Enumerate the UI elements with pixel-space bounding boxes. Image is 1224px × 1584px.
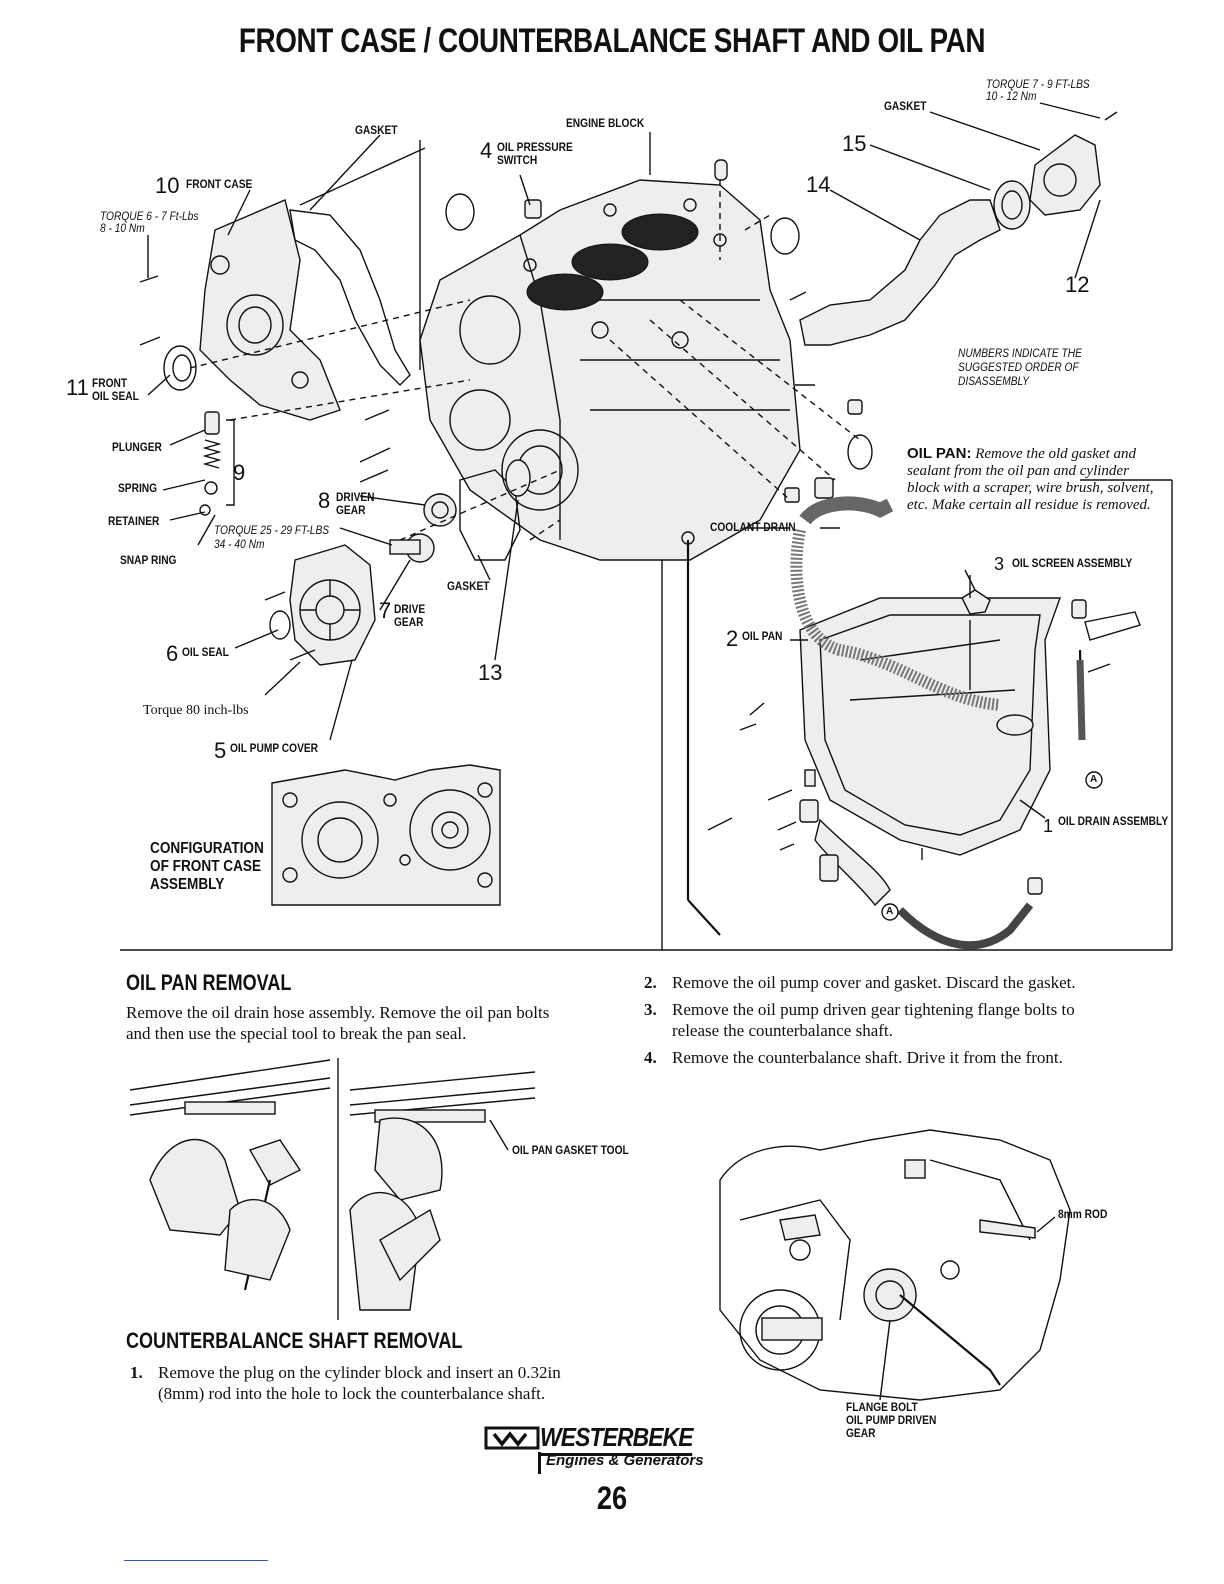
oil-pan-drawing xyxy=(799,597,1061,856)
front-case-drawing xyxy=(199,199,341,421)
logo-tagline: Engines & Generators xyxy=(546,1452,704,1469)
counterbalance-steps-right: 2. Remove the oil pump cover and gasket.… xyxy=(644,972,1124,1074)
marker-a-bottom: A xyxy=(886,906,894,917)
spring-label: SPRING xyxy=(118,481,158,495)
retainer-label: RETAINER xyxy=(108,514,160,528)
step-item-3: 3. Remove the oil pump driven gear tight… xyxy=(644,1000,1075,1040)
torque-front-case-label: TORQUE 6 - 7 Ft-Lbs 8 - 10 Nm xyxy=(100,209,199,235)
configuration-label: CONFIGURATION OF FRONT CASE ASSEMBLY xyxy=(150,840,264,893)
step-7-number: 7 xyxy=(379,598,392,623)
oil-pan-removal-text: Remove the oil drain hose assembly. Remo… xyxy=(126,1003,550,1043)
gasket-front-label: GASKET xyxy=(355,123,398,137)
step-item-1: 1. Remove the plug on the cylinder block… xyxy=(130,1363,561,1403)
oil-pan-tool-illustration xyxy=(130,1058,536,1320)
oil-pump-cover-drawing xyxy=(289,544,376,666)
oil-pump-cover-label: OIL PUMP COVER xyxy=(230,741,319,755)
step-6-number: 6 xyxy=(166,641,179,666)
oil-pan-gasket-tool-label: OIL PAN GASKET TOOL xyxy=(512,1143,629,1157)
step-10-number: 10 xyxy=(155,173,180,198)
oil-pan-note: OIL PAN: Remove the old gasket and seala… xyxy=(907,445,1157,514)
step-5-number: 5 xyxy=(214,738,227,763)
flange-bolt-label: FLANGE BOLT OIL PUMP DRIVEN GEAR xyxy=(846,1400,937,1440)
westerbeke-w-icon xyxy=(484,1426,540,1450)
step-item-4: 4. Remove the counterbalance shaft. Driv… xyxy=(644,1048,1063,1067)
gasket-pump-label: GASKET xyxy=(447,579,490,593)
engine-block-label: ENGINE BLOCK xyxy=(566,116,645,130)
step-13-number: 13 xyxy=(478,660,503,685)
exhaust-elbow-drawing xyxy=(799,134,1101,346)
step-3-number: 3 xyxy=(994,554,1005,574)
driven-gear-label: DRIVEN GEAR xyxy=(336,490,375,517)
rod-label: 8mm ROD xyxy=(1058,1207,1108,1221)
oil-drain-assembly-label: OIL DRAIN ASSEMBLY xyxy=(1058,814,1169,828)
step-item-2: 2. Remove the oil pump cover and gasket.… xyxy=(644,973,1076,992)
front-case-label: FRONT CASE xyxy=(186,177,253,191)
drive-gear-label: DRIVE GEAR xyxy=(394,602,426,629)
oil-pan-removal-heading: OIL PAN REMOVAL xyxy=(126,970,292,995)
footer-rule xyxy=(124,1560,268,1561)
step-1-number: 1 xyxy=(1043,816,1054,836)
counterbalance-shaft-illustration xyxy=(719,1129,1071,1401)
page-number: 26 xyxy=(596,1480,628,1516)
step-15-number: 15 xyxy=(842,131,867,156)
marker-a-right: A xyxy=(1090,774,1098,785)
snap-ring-label: SNAP RING xyxy=(120,553,177,567)
step-9-number: 9 xyxy=(233,460,246,485)
oil-seal-label: OIL SEAL xyxy=(182,645,229,659)
step-2-number: 2 xyxy=(726,626,739,651)
oil-pressure-switch-label: OIL PRESSURE SWITCH xyxy=(497,140,573,167)
oil-pan-label: OIL PAN xyxy=(742,629,783,643)
counterbalance-steps-left: 1. Remove the plug on the cylinder block… xyxy=(130,1362,570,1410)
step-12-number: 12 xyxy=(1065,272,1090,297)
torque-gear-label: TORQUE 25 - 29 FT-LBS 34 - 40 Nm xyxy=(214,523,330,551)
oil-pan-note-heading: OIL PAN: xyxy=(907,445,972,462)
gasket-exhaust-label: GASKET xyxy=(884,99,927,113)
oil-pan-note-text: Remove the old gasket and sealant from t… xyxy=(907,446,1154,513)
step-8-number: 8 xyxy=(318,488,331,513)
numbers-note: NUMBERS INDICATE THE SUGGESTED ORDER OF … xyxy=(958,346,1082,388)
engine-block-drawing xyxy=(419,179,801,561)
plunger-label: PLUNGER xyxy=(112,440,162,454)
westerbeke-logo: WESTERBEKE Engines & Generators xyxy=(484,1422,744,1474)
torque-exhaust-label: TORQUE 7 - 9 FT-LBS 10 - 12 Nm xyxy=(986,77,1090,103)
page-title: FRONT CASE / COUNTERBALANCE SHAFT AND OI… xyxy=(238,22,986,60)
step-4-number: 4 xyxy=(480,138,493,163)
step-11-number: 11 xyxy=(66,375,89,400)
step-14-number: 14 xyxy=(806,172,831,197)
logo-brand: WESTERBEKE xyxy=(540,1422,694,1456)
coolant-drain-label: COOLANT DRAIN xyxy=(710,520,796,534)
front-oil-seal-label: FRONT OIL SEAL xyxy=(92,376,139,403)
counterbalance-removal-heading: COUNTERBALANCE SHAFT REMOVAL xyxy=(126,1328,463,1353)
front-case-configuration-drawing xyxy=(271,764,501,906)
oil-screen-label: OIL SCREEN ASSEMBLY xyxy=(1012,556,1133,570)
logo-bar xyxy=(538,1452,541,1474)
torque-80-label: Torque 80 inch-lbs xyxy=(143,703,249,718)
